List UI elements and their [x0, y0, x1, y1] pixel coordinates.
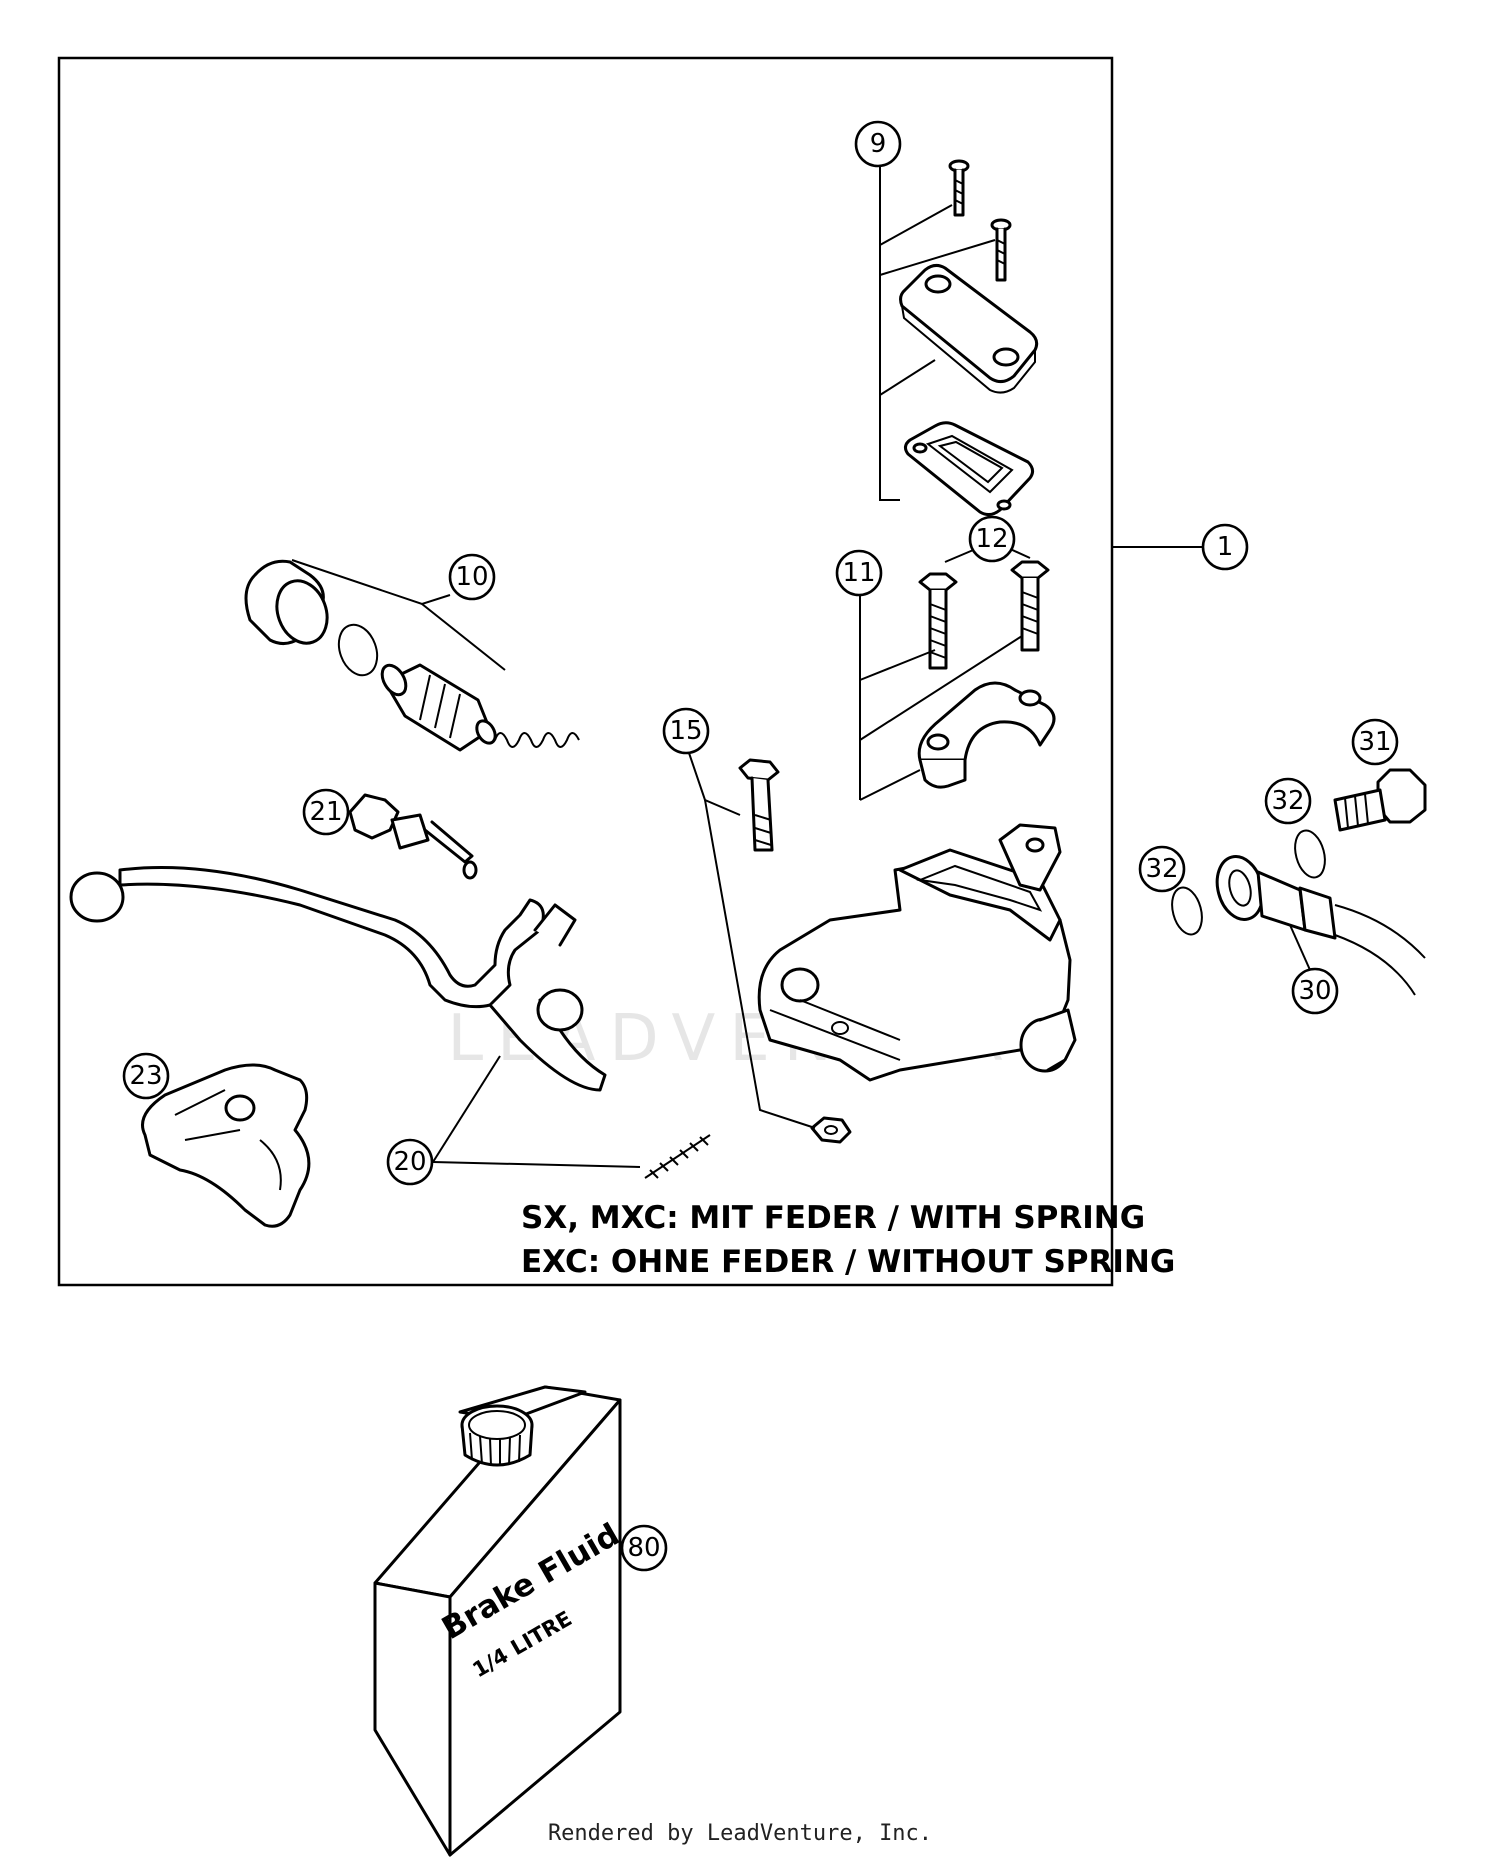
callout-15-label: 15: [669, 716, 702, 746]
callout-80: 80: [620, 1524, 668, 1572]
brake-fluid-bottle: Brake Fluid 1/4 LITRE: [373, 1385, 626, 1857]
master-cylinder-body: [757, 823, 1077, 1082]
assembly-note-line2: EXC: OHNE FEDER / WITHOUT SPRING: [521, 1244, 1175, 1280]
piston-spring-icon: [494, 732, 580, 748]
lever-nut-icon: [810, 1116, 852, 1144]
part-20-leader: [432, 1055, 501, 1163]
callout-32-label: 32: [1145, 854, 1178, 884]
lever-spring-icon: [644, 1134, 711, 1179]
callout-80-label: 80: [627, 1533, 660, 1563]
callout-15: 15: [662, 707, 710, 755]
piston-icon: [380, 663, 497, 752]
callout-11: 11: [835, 549, 883, 597]
part-10-piston-kit: [244, 559, 580, 752]
callout-21-label: 21: [309, 797, 342, 827]
callout-9: 9: [854, 120, 902, 168]
part-20-brake-lever: [69, 866, 607, 1092]
part-15-leader: [687, 749, 741, 816]
part-32-sealing-washer: [1294, 829, 1326, 879]
callout-12: 12: [968, 515, 1016, 563]
callout-32: 32: [1138, 845, 1186, 893]
callout-10: 10: [448, 553, 496, 601]
callout-32: 32: [1264, 777, 1312, 825]
assembly-note-line1: SX, MXC: MIT FEDER / WITH SPRING: [521, 1200, 1145, 1236]
callout-30-label: 30: [1298, 976, 1331, 1006]
callout-31-label: 31: [1358, 727, 1391, 757]
callout-30: 30: [1291, 967, 1339, 1015]
part-11-handlebar-clamp: [859, 590, 1056, 801]
part-21-adjuster-screw: [348, 793, 478, 880]
part-32-sealing-washer: [1171, 886, 1203, 936]
callout-21: 21: [302, 788, 350, 836]
part-30-leader: [1289, 924, 1311, 971]
clamp-bolt-icon: [918, 572, 958, 670]
part-23-lever-guard: [141, 1063, 311, 1228]
reservoir-gasket-icon: [903, 421, 1035, 517]
callout-31: 31: [1351, 718, 1399, 766]
callout-20-label: 20: [393, 1147, 426, 1177]
part-30-brake-hose: [1215, 855, 1426, 996]
callout-12-label: 12: [975, 524, 1008, 554]
cover-screw-icon: [948, 159, 970, 217]
clamp-bolt-icon: [1010, 560, 1050, 652]
circlip-icon: [337, 623, 379, 677]
bottle-cap-icon: [460, 1404, 534, 1467]
part-20-leader: [432, 1161, 641, 1168]
callout-10-label: 10: [455, 562, 488, 592]
footer-credit: Rendered by LeadVenture, Inc.: [548, 1821, 932, 1846]
part-31-banjo-bolt: [1333, 768, 1427, 832]
part-15-leader: [704, 799, 816, 1129]
callout-23: 23: [122, 1052, 170, 1100]
part-9-reservoir-cover-set: [879, 159, 1039, 517]
callout-32-label: 32: [1271, 786, 1304, 816]
callout-11-label: 11: [842, 558, 875, 588]
lever-pivot-bolt-icon: [738, 758, 780, 852]
callout-1: 1: [1201, 523, 1249, 571]
cover-screw-icon: [990, 218, 1012, 282]
dust-boot-icon: [244, 559, 329, 645]
part-12-clamp-bolts: [918, 547, 1050, 670]
reservoir-cover-icon: [899, 263, 1039, 394]
callout-9-label: 9: [870, 129, 887, 159]
callout-20: 20: [386, 1138, 434, 1186]
callout-23-label: 23: [129, 1061, 162, 1091]
assembly-frame: [57, 56, 1114, 1287]
callout-1-label: 1: [1217, 532, 1234, 562]
